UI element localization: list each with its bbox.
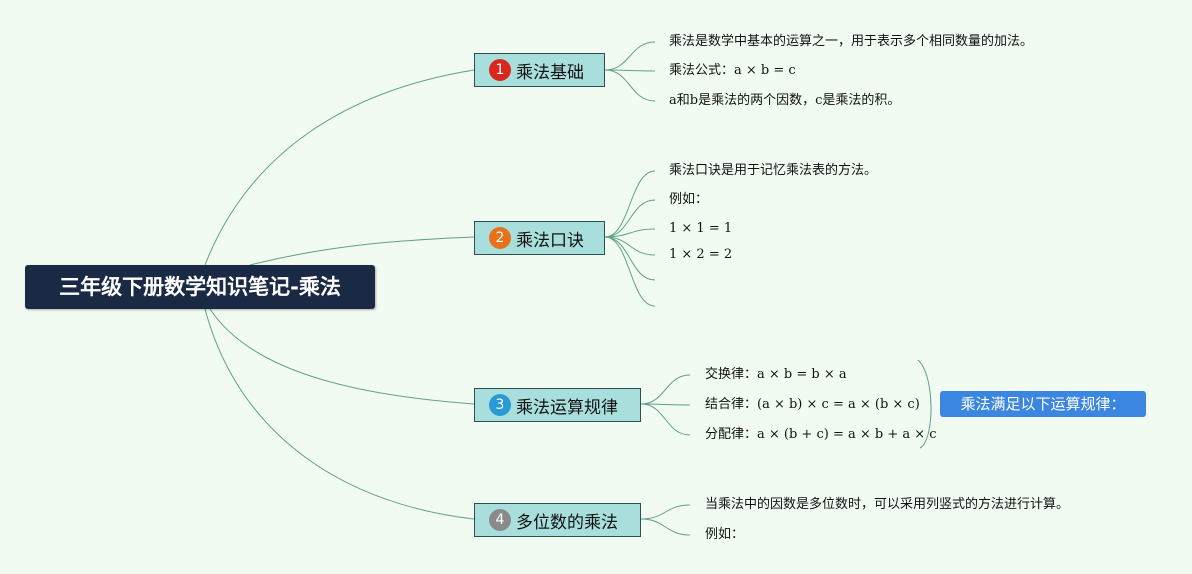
connector-branch-2-leaf-3 [604,228,656,238]
branch-label: 多位数的乘法 [516,512,618,533]
branch-multi-digit-multiplication[interactable]: 4 多位数的乘法 [474,503,641,537]
summary-brace [917,359,932,449]
branch-multiplication-basics[interactable]: 1 乘法基础 [474,53,605,87]
number-4-icon: 4 [489,509,511,531]
leaf-text[interactable]: 结合律：(a × b) × c = a × (b × c) [705,397,920,412]
connector-root-branch-2 [249,236,475,266]
branch-label: 乘法基础 [516,62,584,83]
connector-branch-4-leaf-1 [640,504,691,520]
root-topic[interactable]: 三年级下册数学知识笔记-乘法 [25,265,375,309]
leaf-text[interactable]: 1 × 2 = 2 [669,247,733,262]
connector-branch-2-leaf-2 [604,199,656,238]
leaf-text[interactable]: 分配律：a × (b + c) = a × b + a × c [705,427,937,442]
leaf-text[interactable]: 当乘法中的因数是多位数时，可以采用列竖式的方法进行计算。 [705,497,1070,512]
number-3-icon: 3 [489,394,511,416]
connector-root-branch-4 [204,308,475,520]
branch-multiplication-table[interactable]: 2 乘法口诀 [474,221,605,255]
connector-branch-3-leaf-3 [640,403,691,436]
leaf-text[interactable]: 交换律：a × b = b × a [705,367,847,382]
number-1-icon: 1 [489,59,511,81]
branch-label: 乘法运算规律 [516,397,618,418]
connector-branch-1-leaf-3 [604,69,656,102]
connector-branch-1-leaf-2 [604,69,656,72]
connector-branch-2-leaf-5 [604,236,656,281]
leaf-text[interactable]: 例如： [669,192,709,207]
leaf-text[interactable]: 例如： [705,527,745,542]
connector-branch-2-leaf-6 [604,236,656,307]
branch-label: 乘法口诀 [516,230,584,251]
branch-multiplication-rules[interactable]: 3 乘法运算规律 [474,388,641,422]
summary-label[interactable]: 乘法满足以下运算规律： [940,391,1146,417]
leaf-text[interactable]: 乘法口诀是用于记忆乘法表的方法。 [669,163,878,178]
leaf-text[interactable]: 乘法公式：a × b = c [669,63,796,78]
connector-branch-3-leaf-1 [640,374,691,405]
connector-branch-3-leaf-2 [640,403,691,406]
connector-root-branch-1 [204,69,475,266]
number-2-icon: 2 [489,227,511,249]
connector-branch-4-leaf-2 [640,518,691,536]
leaf-text[interactable]: 1 × 1 = 1 [669,221,733,236]
leaf-text[interactable]: 乘法是数学中基本的运算之一，用于表示多个相同数量的加法。 [669,34,1034,49]
connector-branch-2-leaf-1 [604,170,656,238]
leaf-text[interactable]: a和b是乘法的两个因数，c是乘法的积。 [669,93,901,108]
connector-branch-1-leaf-1 [604,41,656,71]
connector-root-branch-3 [209,308,475,405]
